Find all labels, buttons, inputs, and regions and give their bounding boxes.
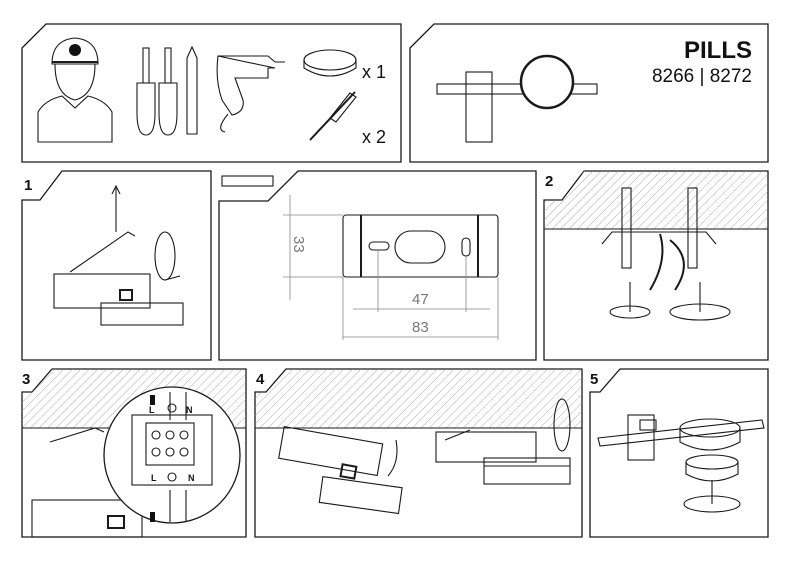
- ruler-icon: [221, 175, 274, 187]
- terminal-label-neutral-bottom: N: [188, 473, 195, 483]
- step-number: 3: [22, 371, 30, 388]
- step-5-panel: 5: [589, 368, 769, 538]
- step-number: 2: [545, 173, 553, 190]
- screwdriver-icon: [136, 47, 178, 136]
- terminal-block: [131, 392, 213, 522]
- terminal-label-live-top: L: [149, 405, 155, 415]
- product-illustration: [436, 54, 598, 143]
- step-2-panel: 2: [543, 170, 769, 361]
- terminal-label-live-bottom: L: [151, 473, 157, 483]
- step-number: 4: [256, 371, 265, 388]
- fixture-icon: [303, 49, 357, 77]
- mounting-bracket: [342, 214, 499, 278]
- step-1-panel: 1: [21, 170, 212, 361]
- dimension-height: 33: [290, 236, 307, 253]
- product-name: PILLS: [684, 37, 752, 64]
- wall-plug-icon: [309, 91, 357, 141]
- tools-panel: x 1 x 2: [21, 23, 402, 163]
- fixture-quantity: x 1: [362, 62, 386, 82]
- step-number: 1: [24, 177, 32, 194]
- dimension-length: 83: [412, 319, 429, 336]
- drill-icon: [216, 55, 285, 133]
- electrician-icon: [37, 37, 113, 143]
- plug-quantity: x 2: [362, 127, 386, 147]
- terminal-detail-magnifier: [103, 386, 241, 524]
- ground-icon: [167, 403, 177, 413]
- dimension-hole-spacing: 47: [412, 291, 429, 308]
- step-3-panel: 3 L N L N: [21, 368, 247, 538]
- terminal-label-neutral-top: N: [186, 405, 193, 415]
- wall-plug-icon: [621, 187, 698, 269]
- pencil-icon: [186, 45, 198, 135]
- product-panel: PILLS 8266 | 8272: [409, 23, 769, 163]
- step-number: 5: [590, 371, 598, 388]
- dimension-panel: 33 47 83: [218, 170, 537, 361]
- product-codes: 8266 | 8272: [652, 66, 752, 87]
- step-4-panel: 4: [254, 368, 583, 538]
- ground-icon: [167, 472, 177, 482]
